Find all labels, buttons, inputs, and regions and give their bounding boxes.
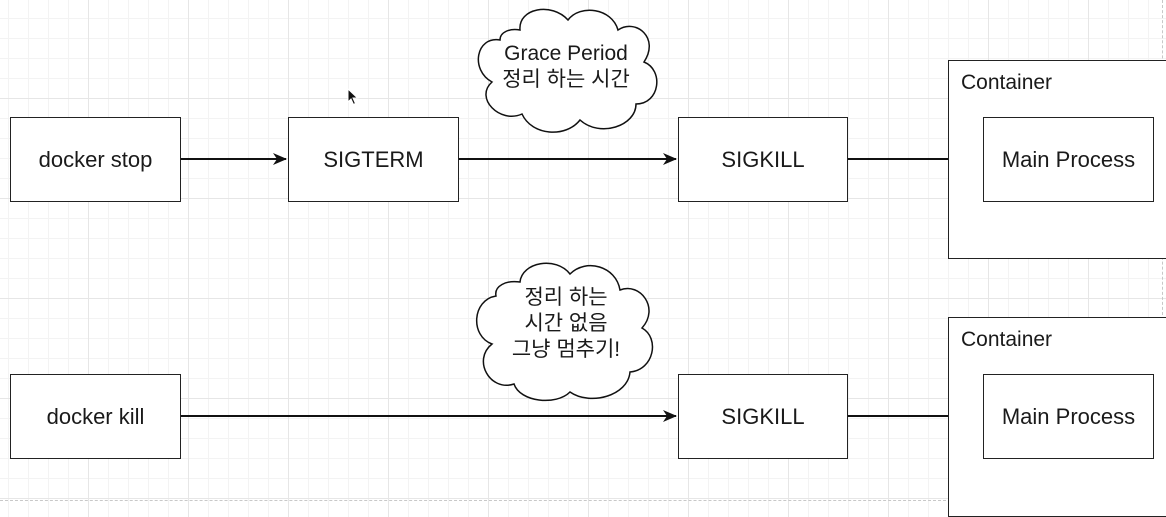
mouse-cursor-icon: [347, 88, 359, 106]
node-main-process-top[interactable]: Main Process: [983, 117, 1154, 202]
container-bottom-label: Container: [961, 328, 1053, 351]
node-docker-stop[interactable]: docker stop: [10, 117, 181, 202]
cloud-grace-period[interactable]: [477, 8, 658, 133]
cloud-no-time-line-2: 시간 없음: [524, 312, 608, 335]
node-sigterm[interactable]: SIGTERM: [288, 117, 459, 202]
container-top-label: Container: [961, 71, 1053, 94]
cloud-no-time-line-3: 그냥 멈추기!: [511, 338, 621, 361]
cloud-no-time-text: 정리 하는 시간 없음 그냥 멈추기!: [476, 285, 656, 363]
node-docker-kill[interactable]: docker kill: [10, 374, 181, 459]
node-sigkill-bottom[interactable]: SIGKILL: [678, 374, 848, 459]
page-boundary-line: [0, 500, 946, 501]
cloud-no-time[interactable]: [476, 262, 654, 402]
cloud-grace-line-2: 정리 하는 시간: [502, 68, 630, 91]
cloud-grace-line-1: Grace Period: [504, 42, 628, 65]
cloud-grace-period-text: Grace Period 정리 하는 시간: [476, 41, 656, 93]
node-main-process-bottom[interactable]: Main Process: [983, 374, 1154, 459]
cloud-no-time-line-1: 정리 하는: [524, 286, 608, 309]
node-sigkill-top[interactable]: SIGKILL: [678, 117, 848, 202]
